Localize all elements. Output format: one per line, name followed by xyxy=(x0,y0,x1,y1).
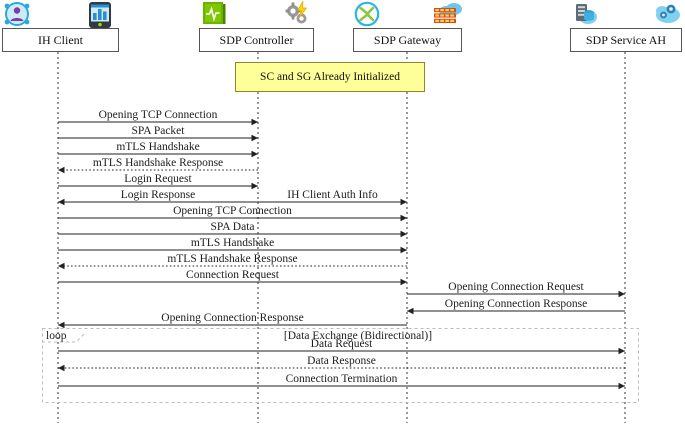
message-label-text-6: Login Response xyxy=(120,189,196,201)
participant-label-ih: IH Client xyxy=(38,32,83,47)
message-head-3 xyxy=(251,150,258,158)
server-rack-cloud-icon xyxy=(432,2,462,27)
message-arrow-9 xyxy=(58,230,407,238)
message-head-6 xyxy=(58,198,65,206)
message-head-2 xyxy=(251,134,258,142)
participant-header-ah[interactable]: SDP Service AH xyxy=(570,28,682,52)
monitor-pulse-icon xyxy=(201,1,227,27)
gears-lightning-icon xyxy=(284,0,312,28)
message-head-14 xyxy=(407,307,414,315)
participant-header-sc[interactable]: SDP Controller xyxy=(199,28,314,52)
participant-header-ih[interactable]: IH Client xyxy=(2,28,119,52)
message-label-text-12: Connection Request xyxy=(186,269,279,281)
note-box: SC and SG Already Initialized xyxy=(235,62,425,92)
message-arrow-3 xyxy=(58,150,258,158)
message-label-text-16: Data Request xyxy=(310,338,373,350)
message-label-text-7: IH Client Auth Info xyxy=(287,189,378,201)
message-arrow-2 xyxy=(58,134,258,142)
message-head-8 xyxy=(400,214,407,222)
message-arrow-4 xyxy=(58,166,258,174)
message-arrow-18 xyxy=(58,382,625,390)
message-label-text-13: Opening Connection Request xyxy=(448,281,584,293)
message-label-text-5: Login Request xyxy=(124,173,192,185)
message-arrow-7 xyxy=(258,198,407,206)
message-head-4 xyxy=(58,166,65,174)
participant-label-sg: SDP Gateway xyxy=(373,32,442,47)
message-head-17 xyxy=(58,364,65,372)
loop-keyword: loop xyxy=(46,330,67,342)
message-arrow-11 xyxy=(58,262,407,270)
message-head-12 xyxy=(400,278,407,286)
message-arrow-13 xyxy=(407,290,625,298)
message-label-text-18: Connection Termination xyxy=(285,373,398,385)
message-label-text-14: Opening Connection Response xyxy=(444,298,588,310)
cloud-gear-icon xyxy=(654,0,682,26)
network-connect-icon xyxy=(354,1,380,27)
message-head-11 xyxy=(58,262,65,270)
message-head-7 xyxy=(400,198,407,206)
message-arrow-12 xyxy=(58,278,407,286)
message-head-13 xyxy=(618,290,625,298)
message-label-text-4: mTLS Handshake Response xyxy=(92,157,224,169)
message-label-text-11: mTLS Handshake Response xyxy=(167,253,298,265)
message-arrow-16 xyxy=(58,347,625,355)
message-label-text-10: mTLS Handshake xyxy=(190,237,275,249)
message-arrow-15 xyxy=(58,321,407,329)
message-label-text-1: Opening TCP Connection xyxy=(98,109,218,121)
message-label-text-3: mTLS Handshake xyxy=(116,141,200,153)
message-head-18 xyxy=(618,382,625,390)
message-head-5 xyxy=(251,182,258,190)
message-label-text-9: SPA Data xyxy=(210,221,255,233)
message-label-text-2: SPA Packet xyxy=(131,125,185,137)
message-head-15 xyxy=(58,321,65,329)
participant-label-sc: SDP Controller xyxy=(219,32,294,47)
loop-guard-text: [Data Exchange (Bidirectional)] xyxy=(283,330,433,342)
message-label-text-15: Opening Connection Response xyxy=(161,312,304,324)
message-label-text-17: Data Response xyxy=(307,355,376,367)
message-head-16 xyxy=(618,347,625,355)
message-arrow-5 xyxy=(58,182,258,190)
message-arrow-14 xyxy=(407,307,625,315)
database-cloud-icon xyxy=(572,1,598,27)
message-arrow-8 xyxy=(58,214,407,222)
message-head-1 xyxy=(251,118,258,126)
message-head-10 xyxy=(400,246,407,254)
message-label-text-8: Opening TCP Connection xyxy=(173,205,292,217)
message-arrow-1 xyxy=(58,118,258,126)
loop-fragment-frame xyxy=(42,328,639,403)
message-head-9 xyxy=(400,230,407,238)
message-arrow-17 xyxy=(58,364,625,372)
message-arrow-10 xyxy=(58,246,407,254)
message-arrow-6 xyxy=(58,198,258,206)
mobile-device-icon xyxy=(88,2,112,28)
user-network-icon xyxy=(4,1,30,27)
participant-label-ah: SDP Service AH xyxy=(585,32,667,47)
participant-header-sg[interactable]: SDP Gateway xyxy=(353,28,462,52)
